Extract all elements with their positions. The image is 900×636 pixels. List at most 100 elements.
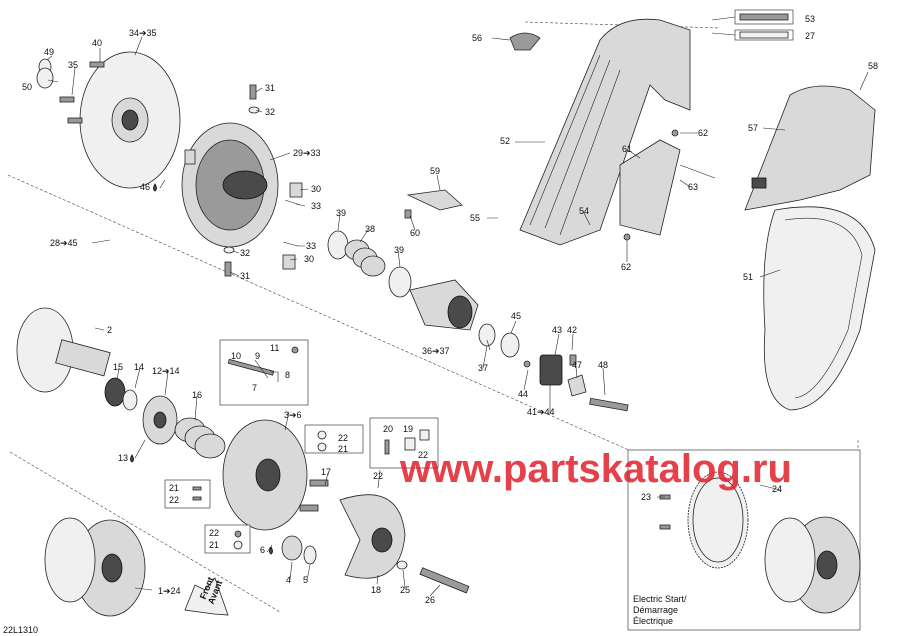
label-47: 47 [572, 360, 582, 370]
label-22a: 22 [338, 433, 348, 443]
cam-36-37 [409, 279, 479, 331]
front-arrow [184, 577, 229, 616]
labels-53-27 [734, 9, 794, 41]
label-18: 18 [371, 585, 381, 595]
label-20: 20 [383, 424, 393, 434]
bracket-59-60 [404, 189, 463, 219]
label-22e: 22 [209, 528, 219, 538]
sheave-29-33 [181, 122, 279, 248]
label-14: 14 [134, 362, 144, 372]
label-39b: 39 [394, 245, 404, 255]
grease-drop-icon [269, 546, 273, 555]
label-58: 58 [868, 61, 878, 71]
label-33a: 33 [311, 201, 321, 211]
label-22c: 22 [373, 471, 383, 481]
electric-start-caption-2: Démarrage [633, 605, 678, 615]
label-11: 11 [270, 343, 279, 353]
label-40: 40 [92, 38, 102, 48]
box-22-21-left [204, 524, 251, 554]
electric-start-caption-1: Electric Start/ [633, 594, 687, 604]
label-59: 59 [430, 166, 440, 176]
sheave-34-35 [79, 51, 181, 189]
label-15: 15 [113, 362, 123, 372]
label-54: 54 [579, 206, 589, 216]
label-53: 53 [805, 14, 815, 24]
grease-drop-icon [153, 183, 157, 192]
label-52: 52 [500, 136, 510, 146]
label-48: 48 [598, 360, 608, 370]
label-55: 55 [470, 213, 480, 223]
drive-belt-51 [763, 206, 876, 411]
label-28-45: 28➔45 [50, 238, 78, 248]
spring-38 [344, 239, 386, 277]
label-44: 44 [518, 389, 528, 399]
label-56: 56 [472, 33, 482, 43]
bolts-40 [59, 61, 105, 124]
watermark: www.partskatalog.ru [399, 447, 792, 491]
label-37: 37 [478, 363, 488, 373]
label-4: 4 [286, 575, 291, 585]
label-34-35: 34➔35 [129, 28, 157, 38]
spider-3-6 [222, 419, 329, 531]
bracket-41-44 [523, 354, 629, 412]
diagram-code: 22L1310 [3, 625, 38, 635]
label-39a: 39 [336, 208, 346, 218]
pulley-assembly-1-24 [44, 517, 146, 617]
label-51: 51 [743, 272, 753, 282]
belt-guard-52 [519, 18, 691, 246]
label-27: 27 [805, 31, 815, 41]
label-25: 25 [400, 585, 410, 595]
screws-31-32 [223, 84, 260, 277]
label-49: 49 [44, 47, 54, 57]
label-41-44: 41➔44 [527, 407, 555, 417]
plate-61-63 [619, 129, 716, 241]
label-17: 17 [321, 467, 331, 477]
label-36-37: 36➔37 [422, 346, 450, 356]
belt-guard-57 [744, 85, 876, 211]
label-22d: 22 [169, 495, 179, 505]
label-31b: 31 [240, 271, 250, 281]
bearings-15-14 [104, 377, 138, 411]
fixed-sheave-18 [339, 494, 406, 579]
buttons-30 [282, 182, 303, 270]
label-38: 38 [365, 224, 375, 234]
label-61: 61 [622, 144, 632, 154]
grease-drop-icon [130, 454, 134, 463]
pins-7-11-box [219, 339, 309, 406]
rings-37-45 [478, 323, 520, 358]
spring-16 [174, 417, 226, 459]
label-46: 46 [140, 182, 150, 192]
electric-start-inset [627, 449, 861, 631]
label-26: 26 [425, 595, 435, 605]
label-45: 45 [511, 311, 521, 321]
label-10: 10 [231, 351, 241, 361]
bushing-4-5 [281, 535, 317, 565]
label-31a: 31 [265, 83, 275, 93]
label-35: 35 [68, 60, 78, 70]
label-30b: 30 [304, 254, 314, 264]
label-21c: 21 [209, 540, 219, 550]
label-3-6: 3➔6 [284, 410, 302, 420]
label-21b: 21 [169, 483, 179, 493]
sheave-2 [16, 307, 111, 393]
label-50: 50 [22, 82, 32, 92]
label-12-14: 12➔14 [152, 366, 180, 376]
label-30a: 30 [311, 184, 321, 194]
label-22b: 22 [418, 450, 428, 460]
rollers-box-21-22 [304, 424, 364, 454]
label-60: 60 [410, 228, 420, 238]
label-62a: 62 [698, 128, 708, 138]
label-6: 6 [260, 545, 265, 555]
cover-12-14 [142, 395, 178, 445]
label-16: 16 [192, 390, 202, 400]
label-21a: 21 [338, 444, 348, 454]
handle-56 [509, 32, 541, 51]
label-19: 19 [403, 424, 413, 434]
label-62b: 62 [621, 262, 631, 272]
label-29-33: 29➔33 [293, 148, 321, 158]
label-8: 8 [285, 370, 290, 380]
label-43: 43 [552, 325, 562, 335]
label-7: 7 [252, 383, 257, 393]
label-63: 63 [688, 182, 698, 192]
